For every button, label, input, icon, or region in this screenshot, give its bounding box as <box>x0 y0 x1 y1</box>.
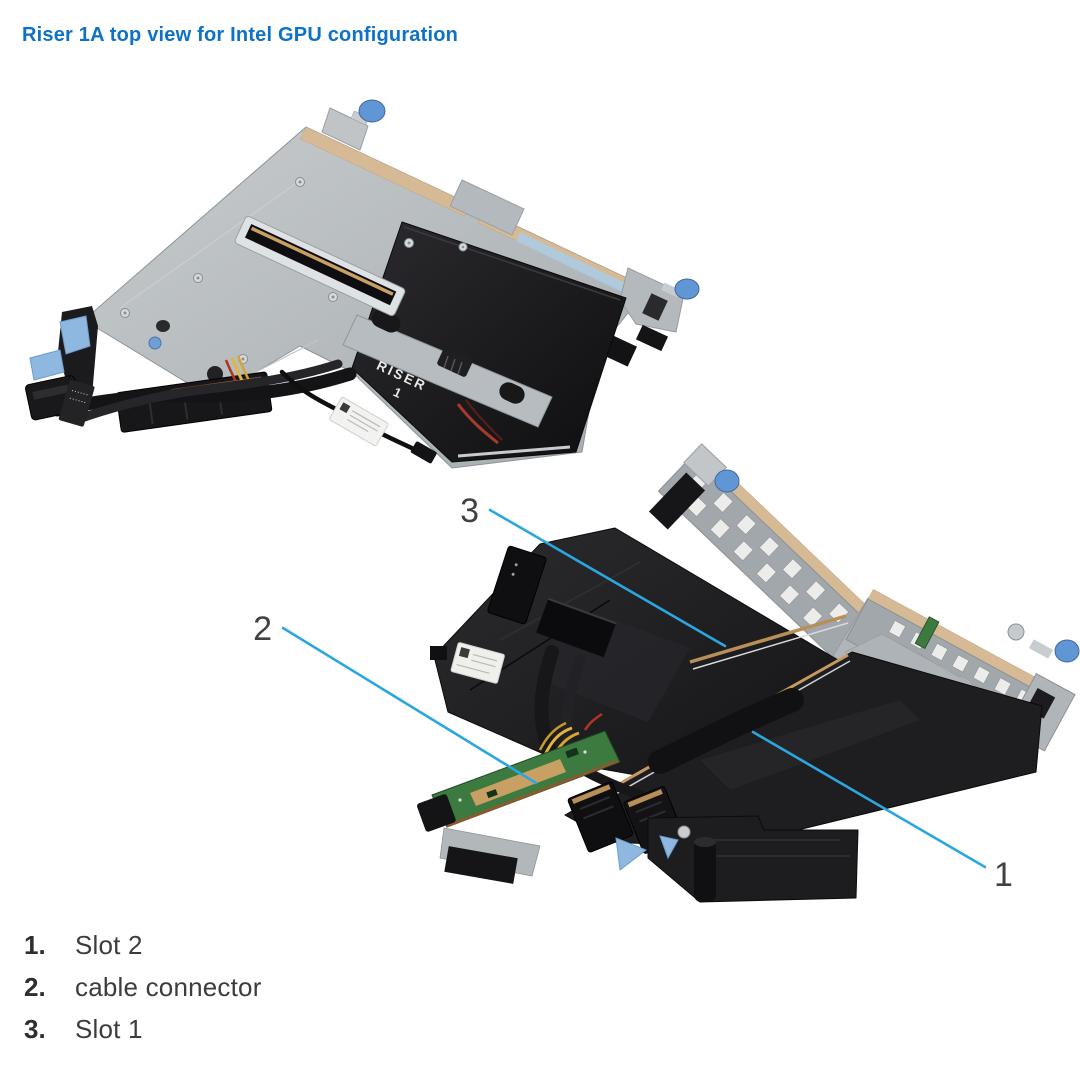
sas-connector-1 <box>567 781 634 853</box>
guide-post-top <box>694 837 716 847</box>
figure-legend: 1. Slot 2 2. cable connector 3. Slot 1 <box>24 930 262 1056</box>
cable-connector-pcb <box>417 730 621 832</box>
plate-etch-line <box>119 181 299 309</box>
slot2-sheen <box>700 700 920 790</box>
red-wires <box>456 399 503 445</box>
vent-holes-a <box>686 470 849 628</box>
callout-3-line <box>488 508 727 648</box>
thin-cable-connector <box>410 441 437 464</box>
callouts: 3 2 1 <box>253 492 1013 894</box>
strap-vent-ribbed <box>437 347 473 377</box>
legend-item-1-label: Slot 2 <box>75 930 143 960</box>
thumbscrew-c <box>714 469 740 493</box>
callout-2-line <box>281 626 538 785</box>
legend-item-2: 2. cable connector <box>24 972 262 1014</box>
blue-tape-triangle-2 <box>659 835 679 860</box>
legend-item-1: 1. Slot 2 <box>24 930 262 972</box>
east-black-hook <box>635 324 669 352</box>
shroud-white-sticker <box>450 642 505 684</box>
rear-bracket-band <box>657 446 876 660</box>
thumbscrew-d <box>1054 639 1080 663</box>
chassis-base <box>444 846 518 884</box>
cable-label-flag <box>58 379 95 427</box>
corner-silver-screw <box>677 825 691 839</box>
thumbscrew-a <box>358 99 386 123</box>
standoff-boss <box>1007 623 1025 641</box>
callout-1-number: 1 <box>994 856 1013 894</box>
callout-2-number: 2 <box>253 610 272 648</box>
blue-cable-tie <box>148 336 162 350</box>
blue-film-strip <box>516 232 640 299</box>
shroud-comb-connector <box>430 646 447 660</box>
cable-sleeve <box>648 688 804 774</box>
cover-highlight <box>403 226 621 301</box>
guide-post <box>694 840 716 902</box>
pcb-copper-edge <box>446 759 619 828</box>
cover-metal-strap <box>342 314 553 428</box>
strap-hole-right <box>499 382 525 404</box>
band-a-black-clip <box>648 472 706 530</box>
legend-item-3-label: Slot 1 <box>75 1014 143 1044</box>
page-title: Riser 1A top view for Intel GPU configur… <box>22 24 459 46</box>
slot1-card-edge <box>689 614 849 670</box>
gold-edge-strip-1 <box>300 126 471 217</box>
bottom-riser-photo <box>417 443 1080 903</box>
callout-1: 1 <box>751 730 1013 894</box>
blue-tape-tab-2 <box>29 349 65 381</box>
plate-screws <box>120 177 468 364</box>
top-riser-photo: RISER 1 <box>25 99 700 469</box>
blue-tape-triangle-1 <box>615 837 648 871</box>
shroud-ridge-1 <box>499 561 641 641</box>
east-bracket-inset <box>642 293 668 321</box>
pcie-slot-gold-contacts <box>250 226 394 296</box>
riser-pcb-sliver <box>914 616 940 650</box>
legend-item-3: 3. Slot 1 <box>24 1014 262 1056</box>
shroud-black-tab <box>487 545 547 625</box>
callout-3: 3 <box>460 492 727 648</box>
pcb-end-cap <box>417 794 456 832</box>
screw-d-stem <box>1028 639 1054 659</box>
thumbscrew-b <box>674 278 700 300</box>
legend-item-2-number: 2. <box>24 972 46 1002</box>
legend-item-1-number: 1. <box>24 930 46 960</box>
cover-bottom-trim <box>457 445 571 458</box>
legend-item-3-number: 3. <box>24 1014 46 1044</box>
callout-1-line <box>751 730 987 869</box>
corner-bracket-ridges <box>700 839 850 857</box>
power-cable-bundle <box>51 359 357 425</box>
plate-hole <box>156 320 170 332</box>
blue-tape-tab-1 <box>59 315 91 355</box>
callout-2: 2 <box>253 610 538 785</box>
mid-edge-bracket <box>449 179 525 236</box>
legend-item-2-label: cable connector <box>75 972 262 1002</box>
white-cable-label <box>329 396 389 447</box>
callout-3-number: 3 <box>460 492 479 530</box>
shroud-inset <box>536 597 617 658</box>
strap-vent-ribs <box>443 355 463 375</box>
pcie-slot-cutout <box>234 216 406 316</box>
